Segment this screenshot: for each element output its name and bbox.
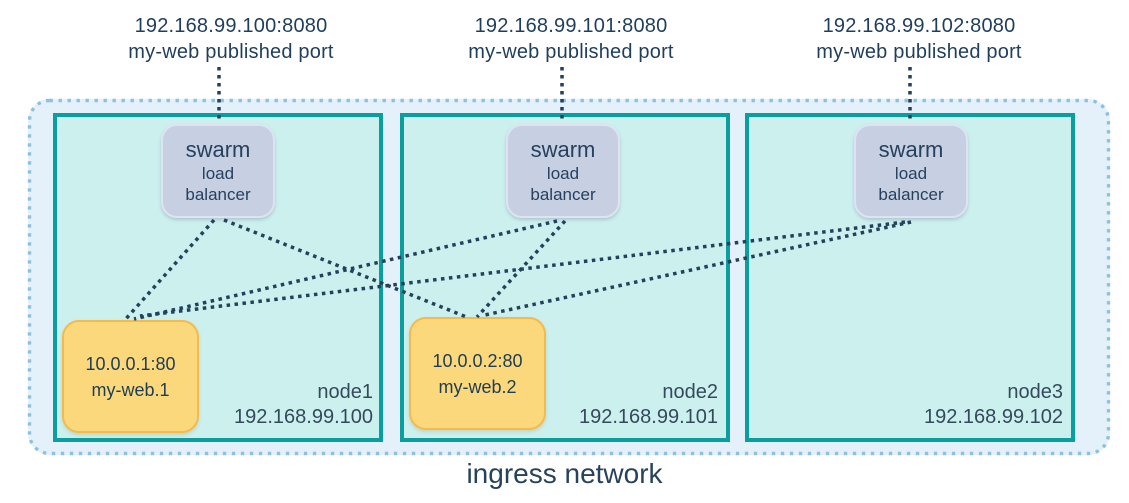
lb-text: swarm: [530, 137, 596, 162]
lb-text: swarm: [185, 137, 251, 162]
lb-text: load: [894, 164, 928, 183]
node-ip: 192.168.99.102: [923, 406, 1063, 428]
published-address: 192.168.99.102:8080: [822, 15, 1016, 37]
task-my-web-2: 10.0.0.2:80 my-web.2: [409, 317, 546, 430]
node-name: node1: [317, 381, 373, 403]
task-address: 10.0.0.1:80: [85, 353, 176, 374]
node-ip: 192.168.99.100: [233, 406, 373, 428]
published-port-label-node1: 192.168.99.100:8080 my-web published por…: [71, 13, 391, 65]
task-address: 10.0.0.2:80: [432, 350, 523, 371]
node-name: node3: [1007, 381, 1063, 403]
load-balancer-node2: swarm load balancer: [506, 124, 620, 218]
lb-text: balancer: [185, 185, 251, 204]
lb-text: balancer: [878, 185, 944, 204]
lb-text: balancer: [530, 185, 596, 204]
task-my-web-1: 10.0.0.1:80 my-web.1: [62, 320, 199, 433]
published-caption: my-web published port: [816, 41, 1022, 63]
published-address: 192.168.99.101:8080: [474, 15, 668, 37]
load-balancer-node1: swarm load balancer: [161, 124, 275, 218]
published-port-label-node2: 192.168.99.101:8080 my-web published por…: [411, 13, 731, 65]
task-name: my-web.2: [438, 376, 517, 397]
published-caption: my-web published port: [128, 41, 334, 63]
lb-text: load: [201, 164, 235, 183]
load-balancer-node3: swarm load balancer: [854, 124, 968, 218]
ingress-network-caption: ingress network: [466, 458, 663, 489]
published-port-label-node3: 192.168.99.102:8080 my-web published por…: [759, 13, 1079, 65]
lb-text: swarm: [878, 137, 944, 162]
node3-label: node3 192.168.99.102: [843, 380, 1063, 430]
published-address: 192.168.99.100:8080: [134, 15, 328, 37]
node-name: node2: [662, 381, 718, 403]
node-ip: 192.168.99.101: [578, 406, 718, 428]
lb-text: load: [546, 164, 580, 183]
published-caption: my-web published port: [468, 41, 674, 63]
task-name: my-web.1: [91, 379, 170, 400]
